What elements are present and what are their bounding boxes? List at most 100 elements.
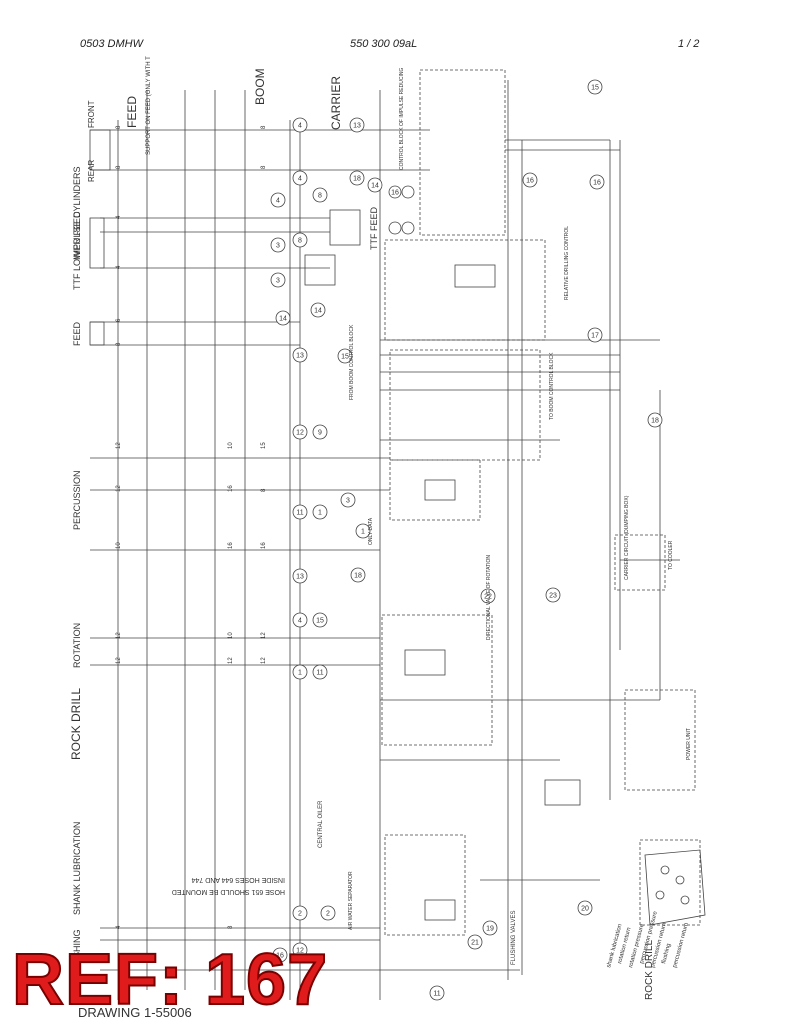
label-front: FRONT [87, 100, 96, 128]
balloon-number: 4 [298, 618, 302, 625]
line-size-label: 10 [228, 632, 234, 639]
drawing-number: DRAWING 1-55006 [78, 1005, 192, 1020]
header-left: 0503 DMHW [80, 38, 143, 50]
ref-badge: REF: 167 [11, 940, 329, 1020]
line-size-label: 8 [116, 125, 122, 129]
label-percussion: PERCUSSION [72, 470, 82, 530]
line-size-label: 12 [116, 657, 122, 664]
note-hose-2: INSIDE HOSES 644 AND 744 [192, 876, 285, 883]
label-impulse-cylinders: IMPULSE CYLINDERS [72, 166, 82, 260]
balloon-number: 11 [316, 670, 323, 677]
balloon-number: 18 [651, 418, 659, 425]
header-center: 550 300 09aL [350, 38, 418, 50]
balloon-number: 20 [581, 906, 589, 913]
line-size-label: 8 [261, 125, 267, 129]
balloon-number: 15 [316, 618, 324, 625]
balloon-number: 13 [353, 123, 361, 130]
balloon-number: 18 [354, 573, 362, 580]
note-control-block: CONTROL BLOCK OF IMPULSE REDUCING [399, 68, 405, 170]
note-to-boom-control: TO BOOM CONTROL BLOCK [549, 352, 555, 420]
balloon-number: 3 [276, 243, 280, 250]
note-hose-1: HOSE 651 SHOULD BE MOUNTED [172, 888, 285, 895]
line-size-label: 6 [116, 318, 122, 322]
balloon-number: 22 [484, 594, 492, 601]
note-to-cooler: TO COOLER [668, 540, 674, 570]
rock-drill-legend-item: flushing [661, 943, 672, 965]
balloon-number: 16 [391, 190, 399, 197]
balloon-number: 19 [486, 926, 494, 933]
line-size-label: 12 [116, 632, 122, 639]
label-shank-lubrication: SHANK LUBRICATION [72, 822, 82, 915]
note-only-data: ONLY DATA [368, 517, 374, 545]
balloon-number: 1 [298, 670, 302, 677]
line-size-label: 8 [116, 165, 122, 169]
line-size-label: 12 [228, 657, 234, 664]
line-size-label: 4 [116, 925, 122, 929]
balloon-number: 21 [471, 940, 479, 947]
balloon-number: 12 [296, 948, 304, 955]
balloon-number: 15 [591, 85, 599, 92]
line-size-label: 8 [116, 342, 122, 346]
balloon-number: 23 [549, 593, 557, 600]
balloon-number: 8 [318, 193, 322, 200]
label-rear: REAR [87, 160, 96, 182]
balloon-number: 4 [298, 123, 302, 130]
balloon-number: 12 [296, 430, 304, 437]
note-directional-valve: DIRECTIONAL VALVE OF ROTATION [486, 555, 492, 640]
note-central-oiler: CENTRAL OILER [318, 800, 324, 848]
balloon-number: 13 [296, 353, 304, 360]
balloon-number: 16 [593, 180, 601, 187]
label-rotation: ROTATION [72, 623, 82, 668]
balloon-number: 15 [341, 354, 349, 361]
label-feed: FEED [125, 96, 139, 128]
line-size-label: 16 [228, 485, 234, 492]
line-size-label: 15 [261, 442, 267, 449]
balloon-number: 3 [346, 498, 350, 505]
header-right: 1 / 2 [678, 38, 700, 50]
balloon-number: 17 [591, 333, 599, 340]
line-size-label: 4 [116, 265, 122, 269]
balloon-number: 2 [326, 911, 330, 918]
balloon-number: 4 [298, 176, 302, 183]
rock-drill-legend-item: percussion return [672, 922, 690, 968]
balloon-number: 18 [353, 176, 361, 183]
line-size-label: 8 [261, 488, 267, 492]
balloon-number: 2 [298, 911, 302, 918]
line-size-label: 16 [228, 542, 234, 549]
balloon-number: 1 [318, 510, 322, 517]
rock-drill-legend-title: ROCK DRILL [644, 940, 655, 1000]
note-drilling-control: RELATIVE DRILLING CONTROL [564, 226, 570, 300]
note-power-unit: POWER UNIT [686, 728, 692, 760]
balloon-number: 13 [296, 574, 304, 581]
label-support: SUPPORT ON FEED (ONLY WITH T [146, 56, 152, 155]
note-from-boom-control: FROM BOOM CONTROL BLOCK [349, 324, 355, 400]
balloon-number: 11 [296, 510, 303, 517]
line-size-label: 10 [228, 442, 234, 449]
balloon-number: 1 [361, 529, 365, 536]
balloon-number: 14 [314, 308, 322, 315]
line-size-label: 12 [116, 485, 122, 492]
label-ttf-feed: TTF FEED [369, 207, 379, 250]
label-rock-drill: ROCK DRILL [69, 688, 83, 760]
balloon-number: 14 [279, 316, 287, 323]
balloon-number: 4 [276, 198, 280, 205]
note-flushing-valves: FLUSHING VALVES [511, 911, 517, 965]
balloon-number: 11 [433, 991, 440, 998]
line-size-label: 12 [261, 632, 267, 639]
balloon-number: 16 [526, 178, 534, 185]
balloon-number: 14 [371, 183, 379, 190]
balloon-number: 16 [276, 953, 284, 960]
line-size-label: 8 [228, 925, 234, 929]
label-carrier: CARRIER [329, 76, 343, 130]
balloon-number: 3 [276, 278, 280, 285]
line-size-label: 10 [116, 542, 122, 549]
line-size-label: 4 [116, 215, 122, 219]
line-size-label: 12 [116, 442, 122, 449]
label-ttf-lower-feed: TTF LOWER FEED [72, 211, 82, 290]
label-feed-bottom: FEED [72, 321, 82, 346]
label-flushing: FLUSHING [72, 929, 82, 975]
line-size-label: 12 [261, 657, 267, 664]
line-size-label: 8 [261, 165, 267, 169]
label-boom: BOOM [253, 68, 267, 105]
